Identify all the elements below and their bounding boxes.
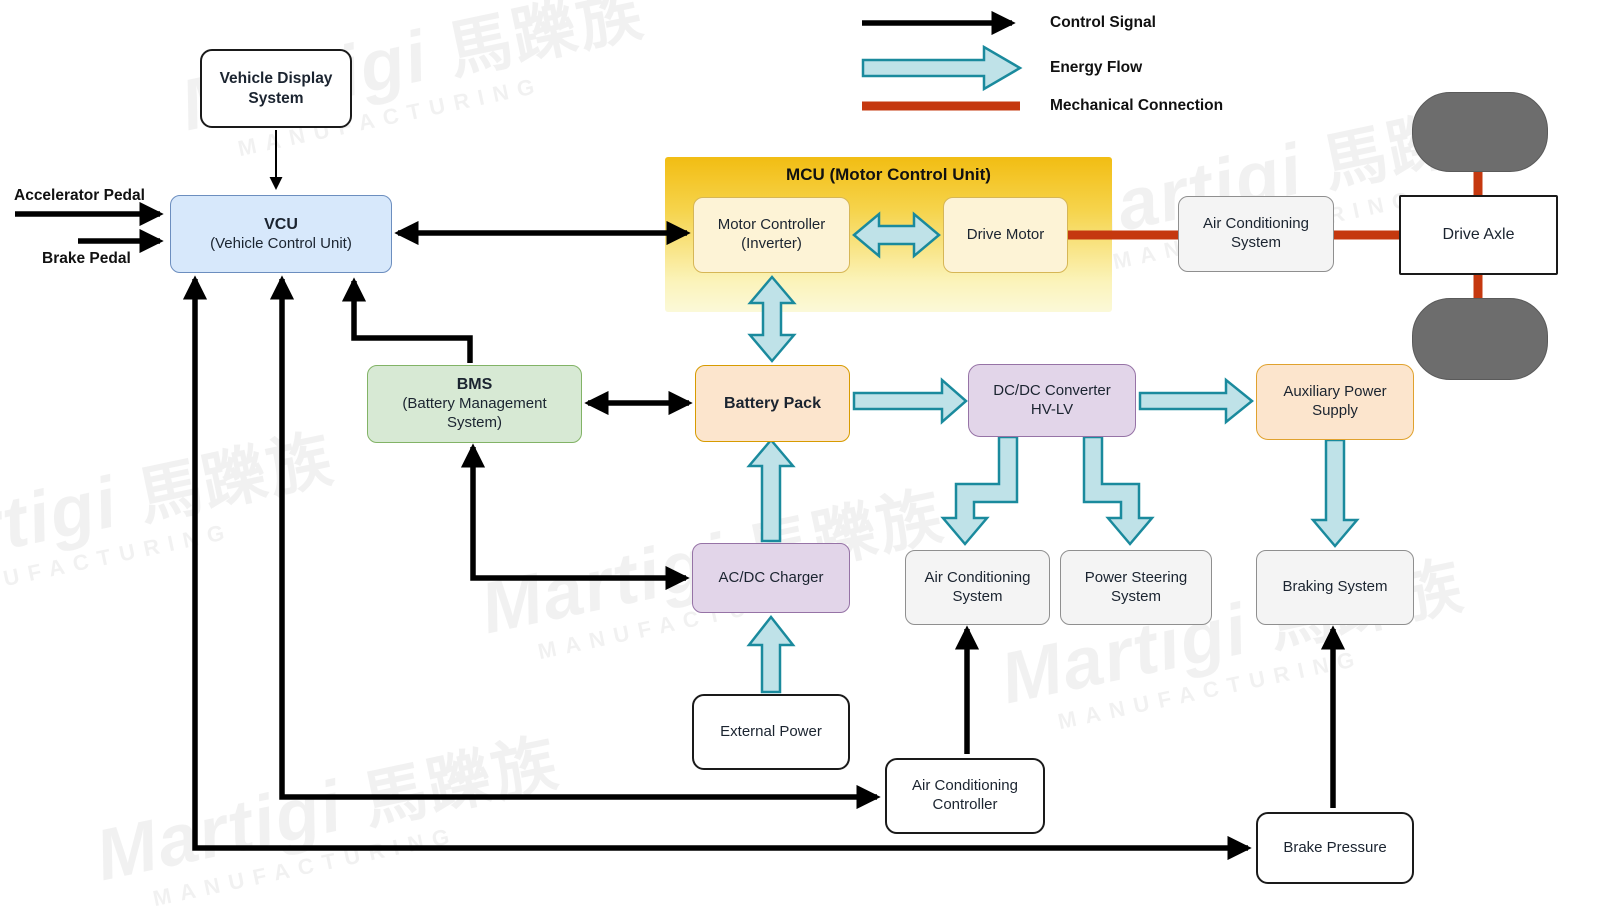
arrow-bms-to-vcu — [341, 277, 473, 363]
node-external-power: External Power — [692, 694, 850, 770]
legend-label-mechanical: Mechanical Connection — [1050, 97, 1224, 114]
node-power-steering-system: Power Steering System — [1060, 550, 1212, 625]
node-bms: BMS (Battery Management System) — [367, 365, 582, 443]
node-subtitle: (Battery Management — [402, 395, 547, 413]
node-label: (Inverter) — [741, 235, 802, 252]
legend-label-energy-flow: Energy Flow — [1050, 59, 1143, 76]
node-label: Power Steering — [1084, 568, 1188, 586]
node-subtitle: System) — [446, 414, 502, 431]
node-vcu: VCU (Vehicle Control Unit) — [170, 195, 392, 273]
arrow-bms-acdc-charger — [460, 443, 690, 591]
node-label: Battery Pack — [724, 394, 821, 412]
node-label: Motor Controller — [717, 216, 826, 234]
node-label: AC/DC Charger — [718, 568, 824, 586]
node-label: Supply — [1312, 402, 1358, 419]
node-air-conditioning-system: Air Conditioning System — [905, 550, 1050, 625]
node-label: System — [1230, 234, 1281, 251]
energy-externalpower-to-acdc — [746, 614, 796, 694]
node-label: Controller — [932, 796, 998, 813]
energy-dcdc-to-powersteering — [1082, 435, 1155, 546]
node-drive-motor: Drive Motor — [943, 197, 1068, 273]
node-label: Drive Motor — [966, 225, 1045, 243]
energy-acdc-to-batterypack — [746, 438, 796, 543]
node-dcdc-converter: DC/DC Converter HV-LV — [968, 364, 1136, 437]
energy-auxpower-to-braking — [1310, 438, 1360, 548]
node-air-conditioning-system-top: Air Conditioning System — [1178, 196, 1334, 272]
node-motor-controller: Motor Controller (Inverter) — [693, 197, 850, 273]
wheel-bottom — [1412, 298, 1548, 380]
node-label: System — [952, 587, 1003, 605]
wheel-top — [1412, 92, 1548, 172]
node-braking-system: Braking System — [1256, 550, 1414, 625]
node-vehicle-display-system: Vehicle Display System — [200, 49, 352, 128]
node-acdc-charger: AC/DC Charger — [692, 543, 850, 613]
brake-pedal-label: Brake Pedal — [42, 250, 131, 267]
node-drive-axle: Drive Axle — [1399, 195, 1558, 275]
mcu-title: MCU (Motor Control Unit) — [786, 165, 991, 184]
arrow-vcu-brake-pressure — [182, 275, 1252, 861]
node-label: Air Conditioning — [912, 777, 1018, 795]
node-label: Air Conditioning — [1203, 215, 1309, 233]
accelerator-pedal-label: Accelerator Pedal — [14, 187, 145, 204]
node-subtitle: (Vehicle Control Unit) — [210, 234, 352, 252]
node-label: Drive Axle — [1442, 226, 1515, 243]
energy-dcdc-to-acsystem — [940, 435, 1019, 546]
node-label: System — [248, 89, 304, 107]
node-label: External Power — [720, 722, 822, 740]
node-air-conditioning-controller: Air Conditioning Controller — [885, 758, 1045, 834]
energy-dcdc-to-auxpower — [1138, 377, 1254, 425]
node-battery-pack: Battery Pack — [695, 365, 850, 442]
energy-motorcontroller-batterypack — [747, 275, 797, 363]
node-label: Auxiliary Power — [1283, 383, 1387, 401]
node-label: Brake Pressure — [1283, 838, 1387, 856]
node-label: Air Conditioning — [924, 568, 1031, 586]
node-label: Vehicle Display — [219, 70, 333, 88]
legend-energy-flow-arrow — [861, 44, 1023, 92]
node-brake-pressure: Brake Pressure — [1256, 812, 1414, 884]
node-auxiliary-power-supply: Auxiliary Power Supply — [1256, 364, 1414, 440]
node-label: Braking System — [1282, 578, 1388, 596]
node-title: BMS — [456, 376, 493, 394]
energy-motorcontroller-drivemotor — [852, 211, 941, 259]
energy-batterypack-to-dcdc — [852, 377, 968, 425]
legend-label-control-signal: Control Signal — [1050, 14, 1156, 31]
node-label: HV-LV — [1030, 400, 1074, 418]
arrow-vcu-ac-controller — [269, 275, 881, 810]
node-label: DC/DC Converter — [993, 381, 1111, 399]
node-label: System — [1110, 587, 1161, 605]
node-title: VCU — [264, 215, 298, 233]
